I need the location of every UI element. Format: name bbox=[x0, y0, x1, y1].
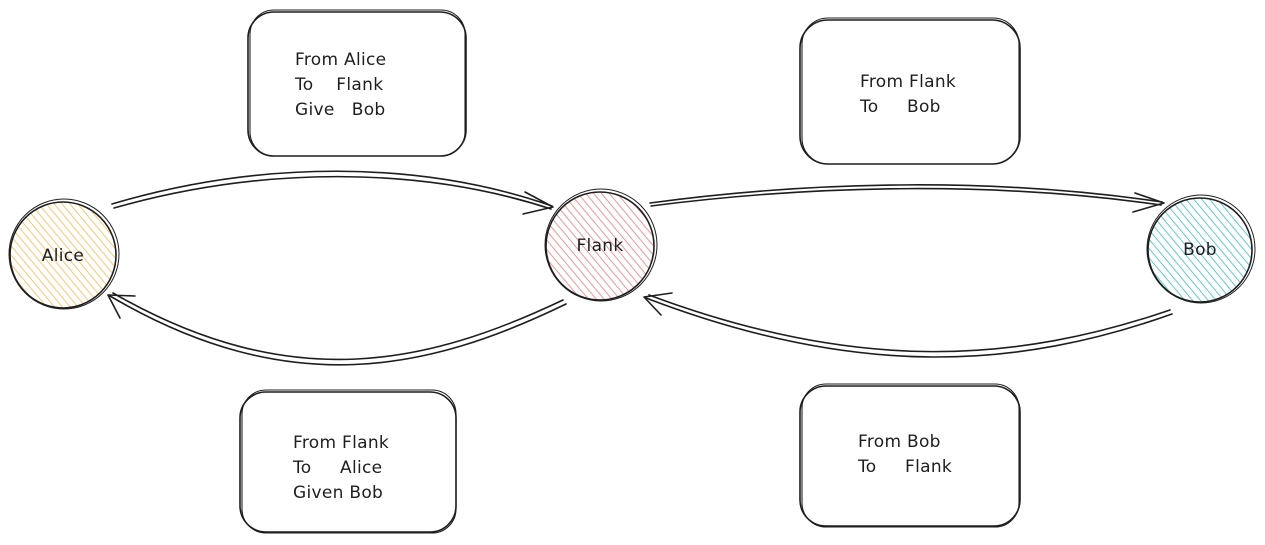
card-line: To Flank bbox=[294, 75, 383, 95]
arrow-flank-to-bob bbox=[649, 184, 1165, 213]
card-alice-to-flank: From Alice To Flank Give Bob bbox=[247, 9, 467, 157]
card-line: From Alice bbox=[295, 50, 386, 70]
arrow-alice-to-flank bbox=[111, 170, 554, 215]
card-bob-to-flank: From Bob To Flank bbox=[799, 383, 1021, 528]
node-bob: Bob bbox=[1146, 194, 1256, 304]
node-alice: Alice bbox=[8, 198, 120, 310]
card-line: To Alice bbox=[292, 458, 382, 478]
node-flank: Flank bbox=[544, 188, 658, 302]
node-label-flank: Flank bbox=[576, 236, 623, 256]
arrow-bob-to-flank bbox=[643, 292, 1173, 358]
card-line: Given Bob bbox=[293, 483, 383, 503]
arrow-flank-to-alice bbox=[107, 292, 567, 366]
card-line: To Bob bbox=[859, 97, 941, 117]
card-line: Give Bob bbox=[295, 100, 385, 120]
card-line: To Flank bbox=[857, 457, 952, 477]
node-label-alice: Alice bbox=[42, 246, 84, 266]
node-label-bob: Bob bbox=[1183, 240, 1217, 260]
card-line: From Bob bbox=[858, 432, 941, 452]
card-flank-to-bob: From Flank To Bob bbox=[799, 17, 1021, 165]
card-line: From Flank bbox=[860, 72, 956, 92]
card-flank-to-alice: From Flank To Alice Given Bob bbox=[239, 389, 457, 534]
card-line: From Flank bbox=[293, 433, 389, 453]
